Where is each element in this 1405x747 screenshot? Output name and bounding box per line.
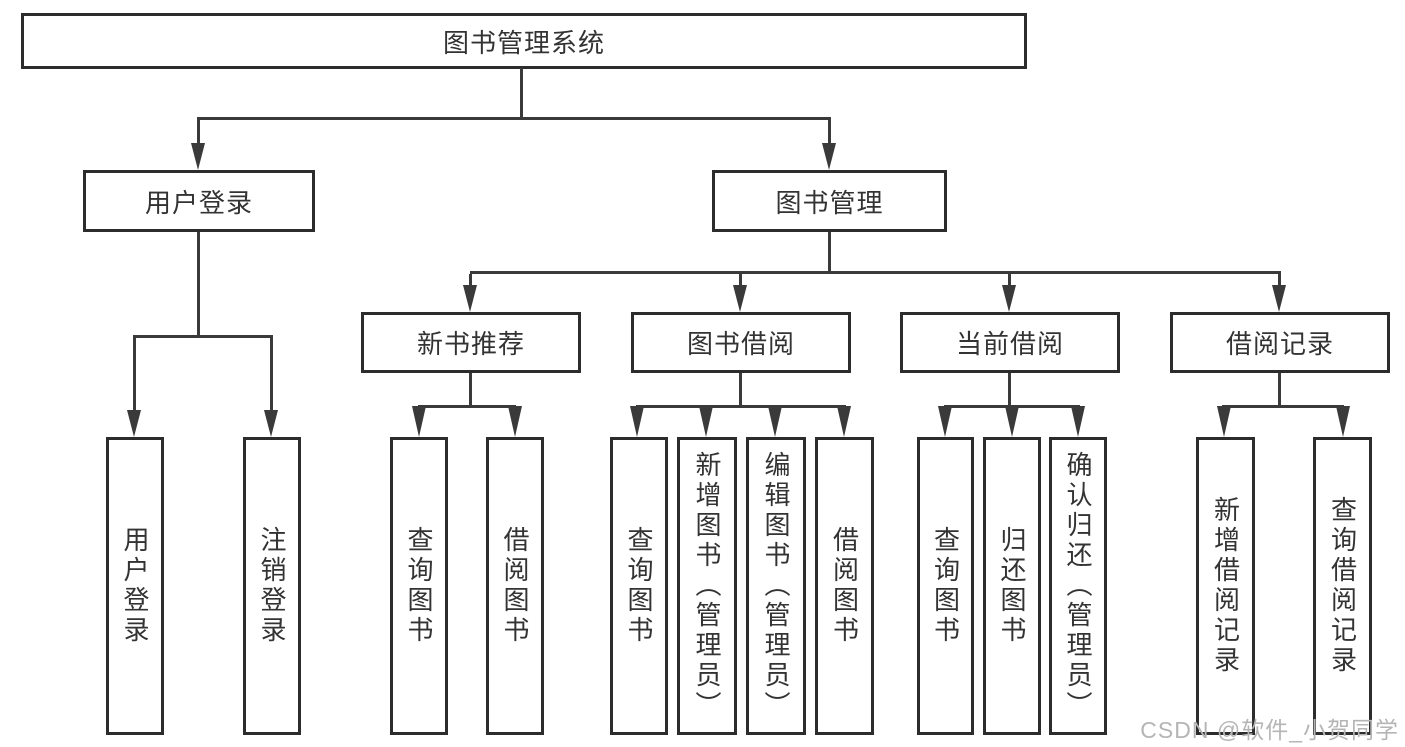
leaf-label: 确认归还（管理员）	[1063, 451, 1093, 721]
node-label: 图书管理	[775, 187, 884, 218]
arrowhead-down	[630, 406, 644, 437]
node-label: 图书借阅	[686, 329, 795, 359]
leaf-borrow-books-recommend: 借阅图书	[486, 437, 544, 735]
leaf-user-login: 用户登录	[106, 437, 164, 735]
connector-line	[1278, 274, 1281, 288]
arrowhead-down	[1217, 406, 1231, 437]
node-label: 图书管理系统	[442, 27, 605, 58]
connector-line	[1222, 405, 1344, 408]
arrowhead-down	[463, 285, 477, 312]
leaf-edit-books-admin: 编辑图书（管理员）	[746, 437, 806, 735]
leaf-query-borrow-record: 查询借阅记录	[1313, 437, 1372, 735]
connector-line	[270, 338, 273, 412]
node-label: 用户登录	[144, 187, 253, 218]
connector-line	[197, 117, 831, 120]
arrowhead-down	[508, 406, 522, 437]
arrowhead-down	[412, 406, 426, 437]
arrowhead-down	[938, 406, 952, 437]
arrowhead-down	[1071, 406, 1085, 437]
node-book-management: 图书管理	[712, 170, 947, 232]
connector-line	[418, 405, 516, 408]
connector-line	[133, 335, 273, 338]
csdn-watermark: CSDN @软件_小贺同学	[1140, 717, 1399, 743]
connector-line	[1008, 274, 1011, 288]
connector-line	[470, 271, 1281, 274]
leaf-label: 查询图书	[624, 526, 654, 646]
leaf-label: 新增图书（管理员）	[692, 451, 722, 721]
arrowhead-down	[699, 406, 713, 437]
node-borrow-records: 借阅记录	[1170, 312, 1390, 373]
arrowhead-down	[733, 285, 747, 312]
leaf-return-books: 归还图书	[983, 437, 1041, 735]
leaf-label: 查询图书	[930, 526, 961, 646]
node-label: 借阅记录	[1225, 329, 1334, 359]
node-label: 新书推荐	[416, 329, 525, 359]
connector-line	[469, 373, 472, 407]
leaf-label: 新增借阅记录	[1210, 496, 1241, 676]
node-label: 当前借阅	[955, 329, 1064, 359]
leaf-add-borrow-record: 新增借阅记录	[1196, 437, 1255, 735]
leaf-logout: 注销登录	[243, 437, 301, 735]
node-book-borrow: 图书借阅	[631, 312, 851, 373]
leaf-label: 归还图书	[997, 526, 1027, 646]
leaf-label: 注销登录	[257, 526, 287, 646]
leaf-query-books-current: 查询图书	[917, 437, 974, 735]
arrowhead-down	[822, 143, 836, 170]
connector-line	[636, 405, 846, 408]
arrowhead-down	[768, 406, 782, 437]
node-root-library-system: 图书管理系统	[21, 13, 1027, 69]
connector-line	[197, 120, 200, 148]
leaf-label: 借阅图书	[829, 526, 860, 646]
connector-line	[828, 232, 831, 273]
node-current-borrow: 当前借阅	[900, 312, 1120, 373]
node-new-book-recommend: 新书推荐	[361, 312, 581, 373]
connector-line	[469, 274, 472, 288]
arrowhead-down	[191, 143, 205, 170]
leaf-add-books-admin: 新增图书（管理员）	[677, 437, 737, 735]
connector-line	[1008, 373, 1011, 407]
arrowhead-down	[837, 406, 851, 437]
arrowhead-down	[1005, 406, 1019, 437]
connector-line	[739, 373, 742, 407]
connector-line	[133, 338, 136, 412]
connector-line	[520, 68, 523, 117]
leaf-query-books-borrow: 查询图书	[610, 437, 668, 735]
connector-line	[1278, 373, 1281, 407]
arrowhead-down	[127, 410, 141, 437]
leaf-label: 查询借阅记录	[1327, 496, 1358, 676]
leaf-query-books-recommend: 查询图书	[390, 437, 448, 735]
leaf-label: 查询图书	[404, 526, 434, 646]
connector-line	[197, 232, 200, 336]
arrowhead-down	[1002, 285, 1016, 312]
node-user-login: 用户登录	[83, 170, 315, 232]
arrowhead-down	[264, 410, 278, 437]
arrowhead-down	[1336, 406, 1350, 437]
arrowhead-down	[1272, 285, 1286, 312]
leaf-confirm-return-admin: 确认归还（管理员）	[1049, 437, 1107, 735]
leaf-label: 编辑图书（管理员）	[761, 451, 791, 721]
leaf-label: 借阅图书	[500, 526, 530, 646]
connector-line	[828, 120, 831, 148]
leaf-borrow-books: 借阅图书	[815, 437, 874, 735]
leaf-label: 用户登录	[120, 526, 150, 646]
connector-line	[739, 274, 742, 288]
